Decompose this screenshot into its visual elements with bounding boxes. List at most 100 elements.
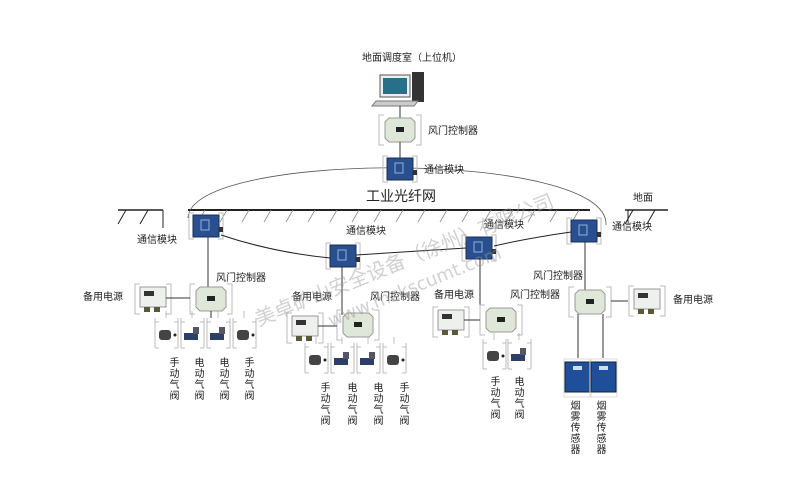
- backup-power-icon: [633, 288, 661, 310]
- electric-valve-icon: [210, 333, 224, 340]
- electric-valve-coil: [343, 352, 349, 359]
- valve-dot: [173, 333, 177, 337]
- device-bracket: [134, 283, 172, 315]
- electric-valve-coil: [193, 327, 199, 334]
- ground-hatch: [417, 209, 426, 223]
- valve-label: 手动气阀: [242, 357, 253, 401]
- backup-power-icon: [139, 286, 167, 308]
- ground-hatch: [241, 209, 250, 223]
- comm-module-detail: [473, 241, 483, 253]
- comm-module-detail: [337, 249, 347, 261]
- device-bracket: [568, 286, 612, 318]
- valve-dot: [323, 358, 327, 362]
- valve-bracket: [356, 343, 381, 374]
- ground-hatch: [395, 209, 404, 223]
- controller-display: [207, 296, 215, 301]
- computer-screen: [383, 78, 407, 94]
- electric-valve-icon: [334, 358, 348, 365]
- comm-port: [597, 232, 601, 237]
- electric-valve-icon: [184, 333, 198, 340]
- ground-hatch: [117, 209, 127, 225]
- sensor-bracket: [589, 358, 618, 398]
- backup-terminal: [638, 309, 644, 314]
- valve-label: 电动气阀: [345, 382, 356, 426]
- comm-module-icon: [465, 236, 493, 260]
- backup-label-1: 备用电源: [83, 292, 123, 303]
- backup-power-icon: [437, 309, 465, 331]
- controller-display: [497, 317, 505, 322]
- valve-bracket: [507, 339, 532, 370]
- comm-module-icon: [329, 244, 357, 268]
- backup-display: [144, 291, 154, 296]
- comm-module-icon: [386, 157, 414, 181]
- top-comm-label: 通信模块: [424, 165, 464, 176]
- valve-label: 电动气阀: [192, 357, 203, 401]
- valve-label: 电动气阀: [217, 357, 228, 401]
- comm-label-2: 通信模块: [346, 226, 386, 237]
- device-bracket: [336, 309, 380, 341]
- device-bracket: [189, 283, 233, 315]
- ground-hatch: [505, 209, 514, 223]
- backup-display: [296, 320, 306, 325]
- valve-label: 手动气阀: [397, 382, 408, 426]
- controller-label-4: 风门控制器: [533, 271, 583, 282]
- top-controller-label: 风门控制器: [428, 126, 478, 137]
- computer-tower-icon: [412, 72, 424, 102]
- comm-label-4: 通信模块: [612, 222, 652, 233]
- manual-valve-icon: [159, 330, 171, 340]
- fiber-link: [355, 247, 467, 256]
- valve-label: 手动气阀: [167, 357, 178, 401]
- valve-bracket: [232, 318, 257, 349]
- backup-display: [638, 293, 648, 298]
- backup-terminal: [296, 336, 302, 341]
- manual-valve-icon: [487, 351, 499, 361]
- backup-terminal: [154, 307, 160, 312]
- smoke-sensor-icon: [590, 361, 617, 393]
- valve-bracket: [482, 339, 507, 370]
- comm-label-1: 通信模块: [137, 235, 177, 246]
- sensor-display: [599, 366, 608, 370]
- manual-valve-icon: [387, 355, 399, 365]
- device-bracket: [382, 155, 418, 183]
- fiber-link: [493, 231, 572, 247]
- fiber-link: [220, 234, 331, 259]
- valve-dot: [401, 358, 405, 362]
- valve-label: 手动气阀: [318, 382, 329, 426]
- ground-hatch: [439, 209, 448, 223]
- dispatch-room-title: 地面调度室（上位机）: [362, 53, 462, 64]
- valve-label: 电动气阀: [512, 376, 523, 420]
- valve-bracket: [330, 343, 355, 374]
- device-bracket: [378, 114, 422, 146]
- backup-power-icon: [291, 315, 319, 337]
- ground-hatch: [139, 209, 149, 225]
- ground-hatch: [461, 209, 470, 223]
- electric-valve-icon: [511, 354, 525, 361]
- electric-valve-coil: [520, 348, 526, 355]
- valve-label: 电动气阀: [371, 382, 382, 426]
- controller-label-3: 风门控制器: [510, 290, 560, 301]
- manual-valve-icon: [237, 330, 249, 340]
- ground-label: 地面: [633, 193, 653, 204]
- backup-terminal: [442, 330, 448, 335]
- backup-terminal: [648, 309, 654, 314]
- backup-terminal: [144, 307, 150, 312]
- valve-label: 手动气阀: [488, 376, 499, 420]
- device-bracket: [628, 285, 666, 317]
- ground-hatch: [483, 209, 492, 223]
- backup-terminal: [306, 336, 312, 341]
- electric-valve-coil: [219, 327, 225, 334]
- comm-module-icon: [192, 214, 220, 238]
- comm-module-detail: [200, 219, 210, 231]
- manual-valve-icon: [309, 355, 321, 365]
- valve-bracket: [382, 343, 407, 374]
- comm-module-detail: [394, 162, 404, 174]
- sensor-display: [573, 366, 582, 370]
- ground-hatch: [307, 209, 316, 223]
- comm-port: [219, 227, 223, 232]
- computer-keyboard-icon: [370, 100, 420, 107]
- comm-port: [413, 170, 417, 175]
- comm-port: [356, 257, 360, 262]
- device-bracket: [286, 312, 324, 344]
- valve-bracket: [180, 318, 205, 349]
